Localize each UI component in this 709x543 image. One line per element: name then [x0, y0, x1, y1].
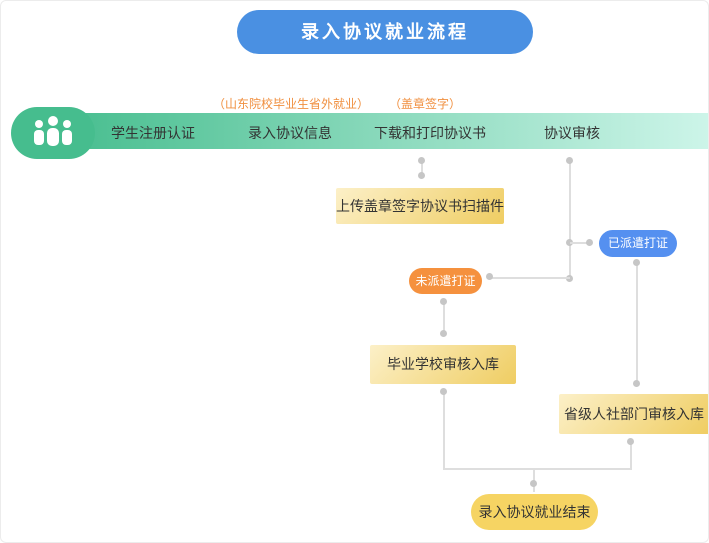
connector-download-to-upload	[421, 162, 423, 176]
connector-dot	[440, 388, 447, 395]
connector-dot	[627, 438, 634, 445]
connector-provincial-down	[630, 444, 632, 470]
connector-merge	[443, 468, 632, 470]
process-step-register: 学生注册认证	[111, 125, 195, 141]
flow-title: 录入协议就业流程	[237, 10, 533, 54]
node-school-review: 毕业学校审核入库	[370, 345, 516, 384]
annotation-out-of-province: （山东院校毕业生省外就业）	[213, 97, 370, 111]
node-upload-scan: 上传盖章签字协议书扫描件	[336, 188, 504, 224]
connector-to-not-dispatched	[490, 277, 570, 279]
connector-dot	[440, 298, 447, 305]
connector-dot	[418, 172, 425, 179]
connector-dot	[566, 157, 573, 164]
connector-dot	[586, 239, 593, 246]
connector-dot	[633, 259, 640, 266]
annotation-stamp-sign: （盖章签字）	[389, 97, 462, 111]
process-step-download-print: 下载和打印协议书	[374, 125, 486, 141]
connector-notdispatched-to-school	[443, 302, 445, 333]
node-dispatched: 已派遣打证	[599, 230, 677, 257]
connector-school-down	[443, 391, 445, 470]
connector-dot	[530, 480, 537, 487]
connector-review-down	[569, 163, 571, 279]
node-not-dispatched: 未派遣打证	[409, 268, 482, 294]
connector-to-dispatched	[570, 242, 592, 244]
connector-dot	[418, 157, 425, 164]
process-step-review: 协议审核	[544, 125, 600, 141]
connector-dot	[486, 273, 493, 280]
process-step-enter-info: 录入协议信息	[248, 125, 332, 141]
group-people-icon	[30, 115, 76, 152]
node-end: 录入协议就业结束	[471, 494, 598, 530]
process-bar-start-badge	[11, 107, 95, 159]
connector-dot	[633, 380, 640, 387]
node-provincial-review: 省级人社部门审核入库	[559, 394, 708, 434]
connector-dot	[440, 330, 447, 337]
connector-dot	[566, 239, 573, 246]
process-bar	[56, 113, 708, 149]
connector-dispatched-to-provincial	[636, 263, 638, 383]
